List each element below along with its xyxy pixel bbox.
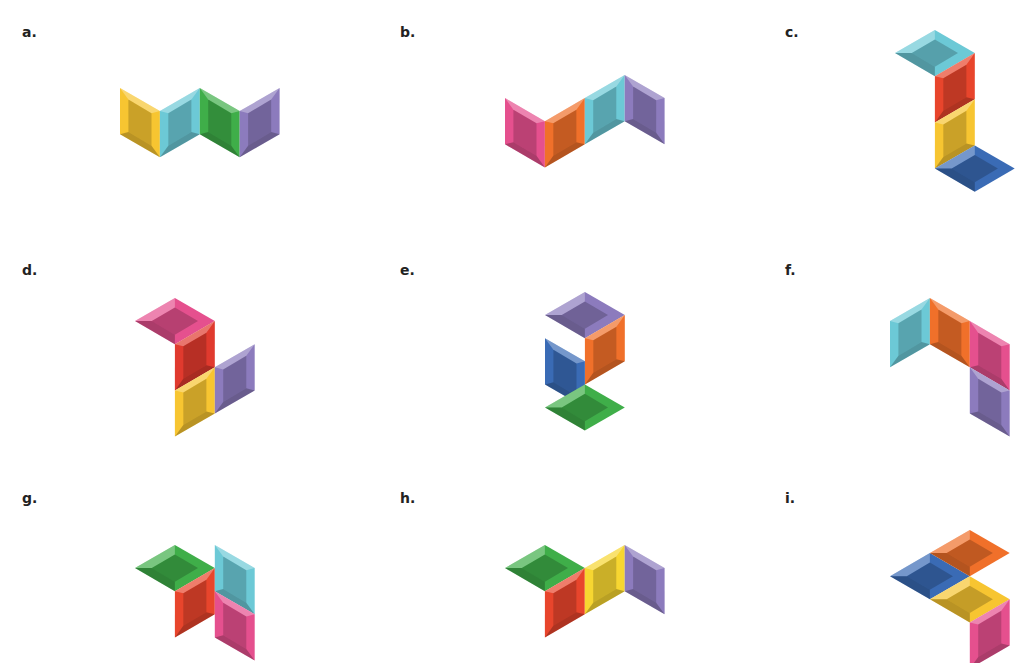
panel-letter: b. xyxy=(400,24,415,40)
panel-letter: h. xyxy=(400,490,415,506)
panel-letter: g. xyxy=(22,490,37,506)
panel-letter: f. xyxy=(785,262,796,278)
panel-letter: d. xyxy=(22,262,37,278)
panel-letter: c. xyxy=(785,24,799,40)
panel-letter: a. xyxy=(22,24,37,40)
panel-letter: i. xyxy=(785,490,795,506)
panel-letter: e. xyxy=(400,262,415,278)
